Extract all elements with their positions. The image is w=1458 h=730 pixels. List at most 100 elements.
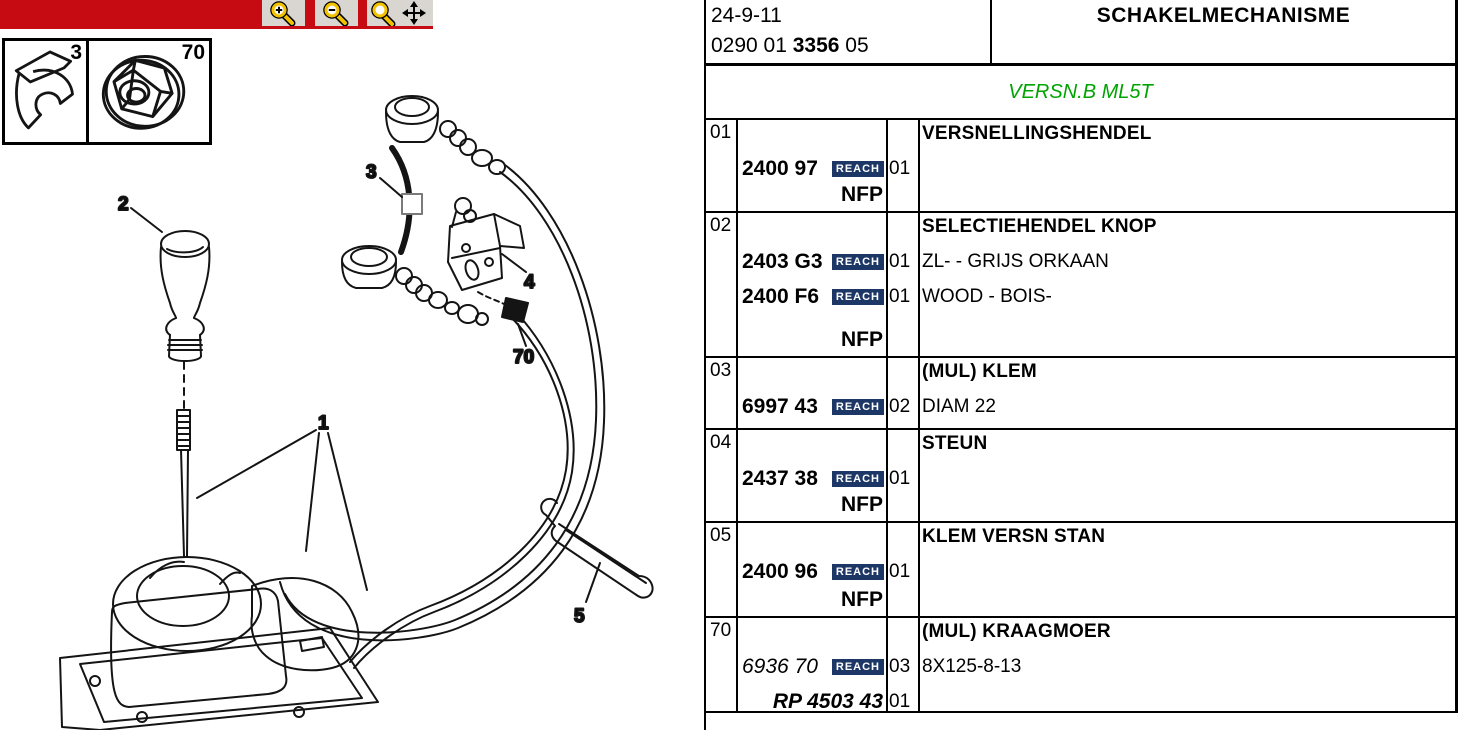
quantity: 01: [889, 468, 911, 489]
legend-item-nut: 70: [86, 38, 212, 145]
part-description: KLEM VERSN STAN: [922, 526, 1106, 547]
reach-badge[interactable]: REACH: [831, 399, 884, 415]
legend-item-clip: 3: [2, 38, 89, 145]
legend-item-label: 70: [181, 41, 205, 64]
part-description: (MUL) KRAAGMOER: [922, 621, 1111, 642]
part-number[interactable]: 2400 96: [742, 560, 818, 583]
part-description-detail: WOOD - BOIS-: [922, 286, 1052, 307]
quantity: 01: [889, 158, 911, 179]
zoom-pan-button[interactable]: [367, 0, 433, 26]
page-title: SCHAKELMECHANISME: [990, 0, 1455, 63]
row-ref-number: 05: [710, 525, 732, 546]
column-divider: [886, 120, 888, 211]
variant-label: VERSN.B ML5T: [706, 66, 1458, 120]
column-divider: [736, 523, 738, 616]
quantity: 01: [889, 286, 911, 307]
row-ref-number: 01: [710, 122, 732, 143]
header-date-code: 24-9-11 0290 01 3356 05: [706, 0, 990, 63]
bracket-drawing: [447, 197, 529, 323]
column-divider: [736, 618, 738, 711]
callout-lever[interactable]: 1: [317, 412, 330, 435]
cables-drawing: [279, 95, 606, 669]
parts-diagram: 2 3 4 70 1 5: [59, 95, 654, 730]
quantity: 01: [889, 561, 911, 582]
column-divider: [886, 358, 888, 428]
quantity: 01: [889, 251, 911, 272]
knob-drawing: [159, 230, 211, 409]
callout-bracket[interactable]: 4: [523, 271, 536, 294]
nfp-label: NFP: [841, 328, 883, 351]
table-row: 70 (MUL) KRAAGMOER 6936 70 REACH 03 8X125-8-1…: [706, 618, 1455, 713]
part-description: (MUL) KLEM: [922, 361, 1037, 382]
nfp-label: NFP: [841, 183, 883, 206]
part-description-detail: DIAM 22: [922, 396, 996, 417]
zoom-out-button[interactable]: [315, 0, 358, 26]
parts-panel: 24-9-11 0290 01 3356 05 SCHAKELMECHANISM…: [704, 0, 1458, 730]
row-ref-number: 70: [710, 620, 732, 641]
part-number[interactable]: RP 4503 43: [772, 690, 883, 713]
part-description-detail: 8X125-8-13: [922, 656, 1022, 677]
column-divider: [918, 523, 920, 616]
magnifier-plus-icon: [270, 1, 296, 26]
part-description-detail: ZL- - GRIJS ORKAAN: [922, 251, 1109, 272]
column-divider: [886, 430, 888, 521]
row-ref-number: 03: [710, 360, 732, 381]
callout-nut[interactable]: 70: [512, 346, 535, 369]
part-number[interactable]: 2400 F6: [742, 285, 820, 308]
toolbar: [0, 0, 433, 29]
quantity: 01: [889, 691, 911, 712]
column-divider: [886, 213, 888, 356]
column-divider: [918, 618, 920, 711]
part-number[interactable]: 6936 70: [742, 655, 818, 678]
zoom-in-button[interactable]: [262, 0, 305, 26]
callout-leaders: [130, 177, 601, 603]
reach-badge[interactable]: REACH: [831, 659, 884, 675]
part-number[interactable]: 2400 97: [742, 157, 818, 180]
column-divider: [918, 213, 920, 356]
reach-badge[interactable]: REACH: [831, 161, 884, 177]
reach-badge[interactable]: REACH: [831, 564, 884, 580]
quantity: 03: [889, 656, 911, 677]
magnifier-minus-icon: [323, 1, 349, 26]
part-number[interactable]: 2403 G3: [742, 250, 823, 273]
part-number[interactable]: 6997 43: [742, 395, 818, 418]
part-description: SELECTIEHENDEL KNOP: [922, 216, 1157, 237]
reach-badge[interactable]: REACH: [831, 471, 884, 487]
flange-nut-icon: [101, 55, 186, 130]
column-divider: [886, 618, 888, 711]
part-description: STEUN: [922, 433, 988, 454]
cable-clip-icon: [14, 50, 74, 130]
column-divider: [918, 430, 920, 521]
column-divider: [918, 358, 920, 428]
lever-drawing: [59, 409, 379, 730]
table-row: 02 SELECTIEHENDEL KNOP 2403 G3 REACH 01 ZL- -…: [706, 213, 1455, 358]
spring-clip-drawing: [540, 497, 654, 599]
part-number[interactable]: 2437 38: [742, 467, 818, 490]
code-text: 0290 01 3356 05: [711, 34, 869, 57]
callout-clip[interactable]: 3: [365, 161, 378, 184]
panel-header: 24-9-11 0290 01 3356 05 SCHAKELMECHANISM…: [706, 0, 1458, 66]
reach-badge[interactable]: REACH: [831, 254, 884, 270]
nfp-label: NFP: [841, 588, 883, 611]
row-ref-number: 04: [710, 432, 732, 453]
column-divider: [736, 120, 738, 211]
reach-badge[interactable]: REACH: [831, 289, 884, 305]
column-divider: [736, 358, 738, 428]
column-divider: [736, 213, 738, 356]
date-text: 24-9-11: [711, 4, 782, 27]
column-divider: [886, 523, 888, 616]
row-ref-number: 02: [710, 215, 732, 236]
magnifier-move-icon: [371, 1, 426, 26]
legend-item-label: 3: [70, 41, 82, 64]
part-description: VERSNELLINGSHENDEL: [922, 123, 1152, 144]
table-row: 03 (MUL) KLEM 6997 43 REACH 02 DIAM 22: [706, 358, 1455, 430]
quantity: 02: [889, 396, 911, 417]
callout-spring-clip[interactable]: 5: [573, 605, 586, 628]
nfp-label: NFP: [841, 493, 883, 516]
callout-knob[interactable]: 2: [117, 193, 130, 216]
legend-inset: 3 70: [2, 38, 212, 145]
